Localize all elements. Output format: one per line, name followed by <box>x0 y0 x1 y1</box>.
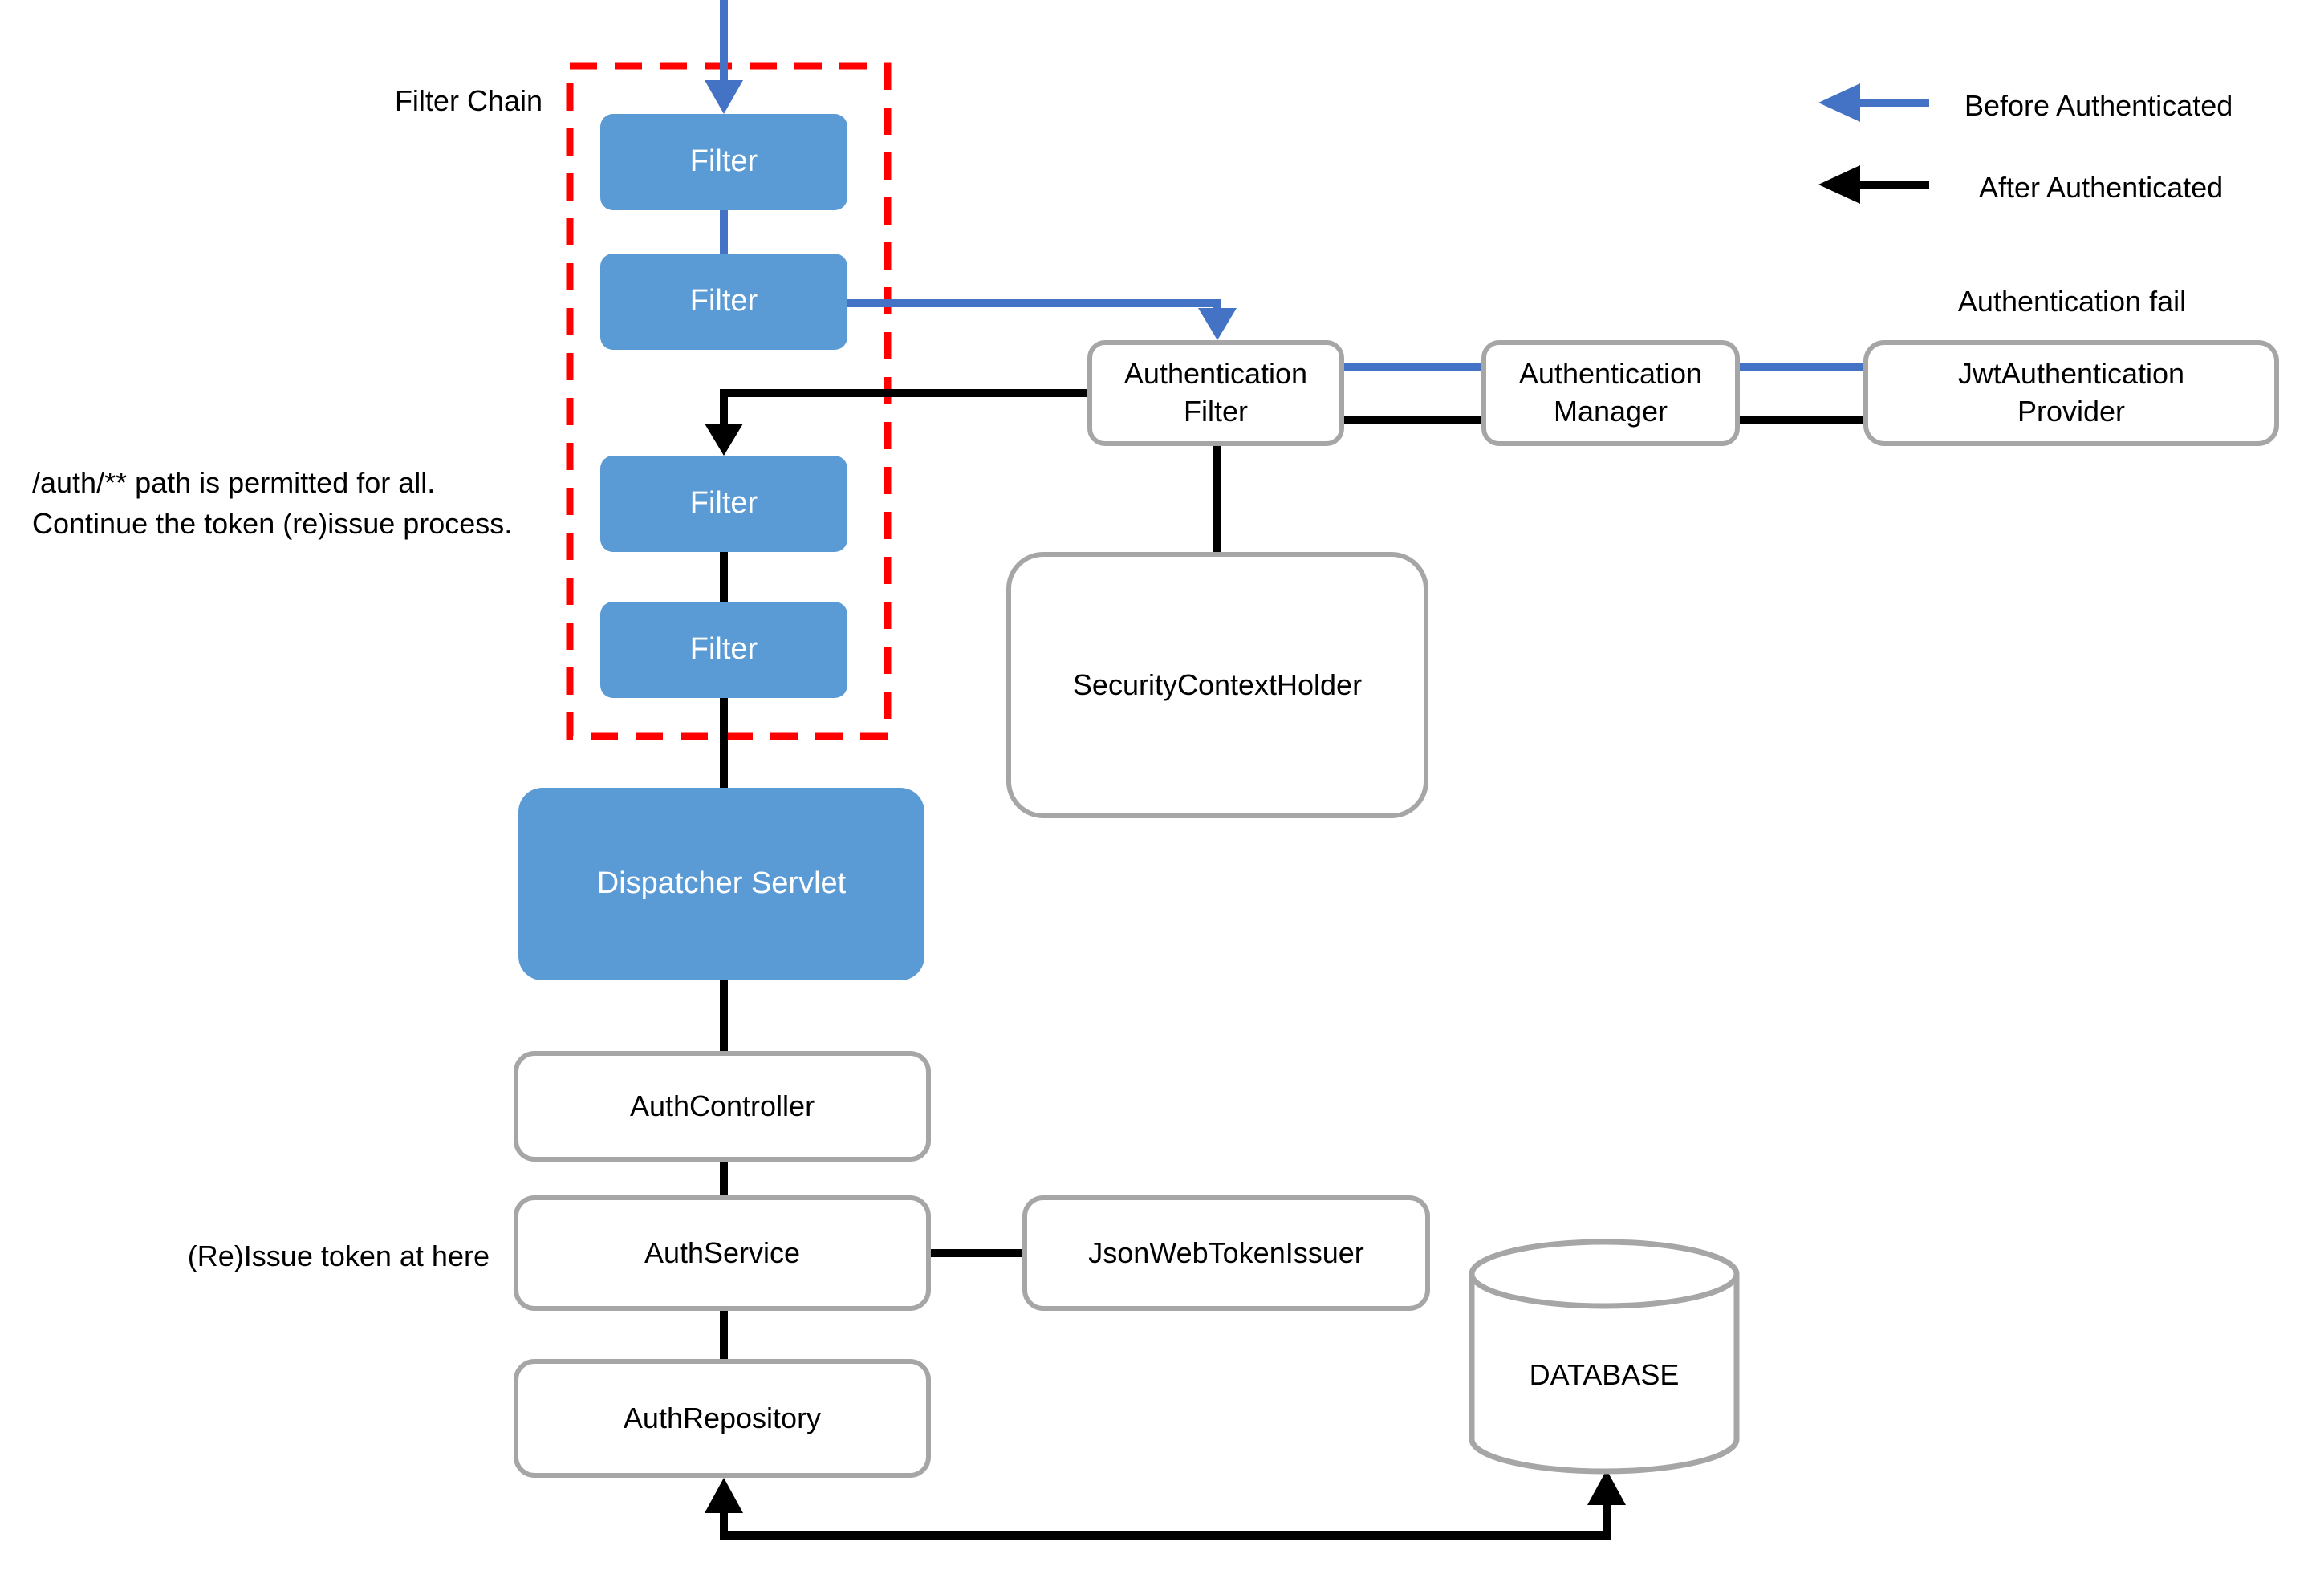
auth-service-box: AuthService <box>514 1195 931 1311</box>
authentication-manager-label-line1: Authentication <box>1518 357 1703 391</box>
permit-note-line2: Continue the token (re)issue process. <box>32 507 513 541</box>
legend-before-arrow <box>1818 83 1929 122</box>
auth-repository-box: AuthRepository <box>514 1359 931 1478</box>
filter-box-3: Filter <box>600 456 847 552</box>
connector-authentication-filter-filter3 <box>705 389 1087 456</box>
connector-authrepository-database <box>705 1470 1626 1540</box>
filter-chain-dashed-boundary <box>566 62 892 740</box>
jwt-authentication-provider-box: JwtAuthentication Provider <box>1863 340 2279 446</box>
authentication-filter-box: Authentication Filter <box>1087 340 1344 446</box>
authentication-filter-label-line1: Authentication <box>1123 357 1308 391</box>
database-cylinder <box>1469 1239 1740 1475</box>
filter-box-2: Filter <box>600 254 847 350</box>
authentication-manager-label-line2: Manager <box>1553 395 1668 428</box>
security-context-holder-box: SecurityContextHolder <box>1006 552 1428 818</box>
permit-note-line1: /auth/** path is permitted for all. <box>32 466 436 499</box>
legend-after-label: After Authenticated <box>1979 171 2224 204</box>
incoming-request-arrow <box>705 0 743 114</box>
reissue-note: (Re)Issue token at here <box>187 1239 490 1272</box>
legend-after-arrow <box>1818 165 1929 204</box>
legend-before-label: Before Authenticated <box>1964 89 2233 122</box>
connector-filter2-authentication-filter <box>847 299 1237 340</box>
authentication-manager-box: Authentication Manager <box>1481 340 1740 446</box>
jwt-authentication-provider-label-line1: JwtAuthentication <box>1957 357 2185 391</box>
filter-box-1: Filter <box>600 114 847 210</box>
permit-note: /auth/** path is permitted for all. Cont… <box>32 462 512 544</box>
json-web-token-issuer-box: JsonWebTokenIssuer <box>1022 1195 1430 1311</box>
authentication-filter-label-line2: Filter <box>1184 395 1248 428</box>
authentication-fail-label: Authentication fail <box>1957 285 2187 318</box>
jwt-authentication-provider-label-line2: Provider <box>2017 395 2126 428</box>
filter-box-4: Filter <box>600 602 847 698</box>
database-label: DATABASE <box>1529 1358 1680 1391</box>
filter-chain-label: Filter Chain <box>394 84 542 117</box>
dispatcher-servlet-box: Dispatcher Servlet <box>518 788 924 980</box>
auth-controller-box: AuthController <box>514 1051 931 1162</box>
